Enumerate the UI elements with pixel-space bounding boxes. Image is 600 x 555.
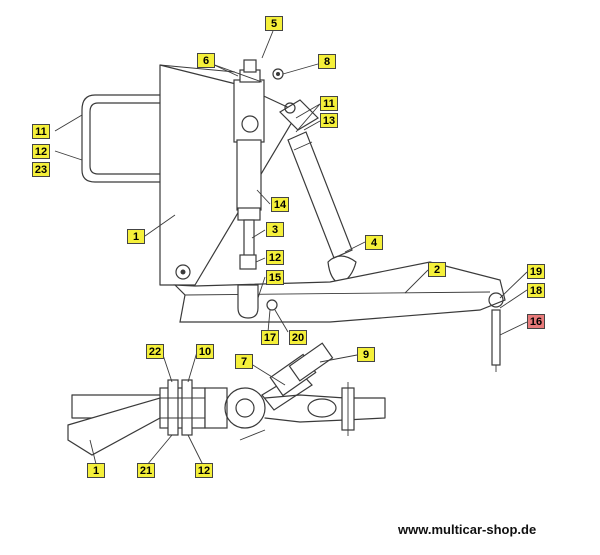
callout-8: 8 <box>318 54 336 69</box>
callout-11-left: 11 <box>32 124 50 139</box>
callout-4: 4 <box>365 235 383 250</box>
callout-2: 2 <box>428 262 446 277</box>
diagonal-strut <box>279 99 357 292</box>
callout-13: 13 <box>320 113 338 128</box>
leader-lines <box>54 30 528 466</box>
callout-1-frame: 1 <box>127 229 145 244</box>
callout-7: 7 <box>235 354 253 369</box>
callout-14: 14 <box>271 197 289 212</box>
callout-10: 10 <box>196 344 214 359</box>
callout-1-plan: 1 <box>87 463 105 478</box>
callout-16: 16 <box>527 314 545 329</box>
callout-21: 21 <box>137 463 155 478</box>
callout-11-strut: 11 <box>320 96 338 111</box>
callout-9: 9 <box>357 347 375 362</box>
callout-20: 20 <box>289 330 307 345</box>
plan-view-assembly <box>67 342 386 456</box>
callout-22: 22 <box>146 344 164 359</box>
callout-17: 17 <box>261 330 279 345</box>
callout-12-cylinder: 12 <box>266 250 284 265</box>
handle-bracket <box>81 94 161 183</box>
callout-15: 15 <box>266 270 284 285</box>
callout-12-left: 12 <box>32 144 50 159</box>
callout-6: 6 <box>197 53 215 68</box>
callout-5: 5 <box>265 16 283 31</box>
callout-12-plan: 12 <box>195 463 213 478</box>
website-watermark: www.multicar-shop.de <box>398 522 537 537</box>
callout-23: 23 <box>32 162 50 177</box>
cylinder-unit <box>233 59 284 270</box>
callout-18: 18 <box>527 283 545 298</box>
callout-3: 3 <box>266 222 284 237</box>
lower-arm <box>173 261 506 372</box>
callout-19: 19 <box>527 264 545 279</box>
